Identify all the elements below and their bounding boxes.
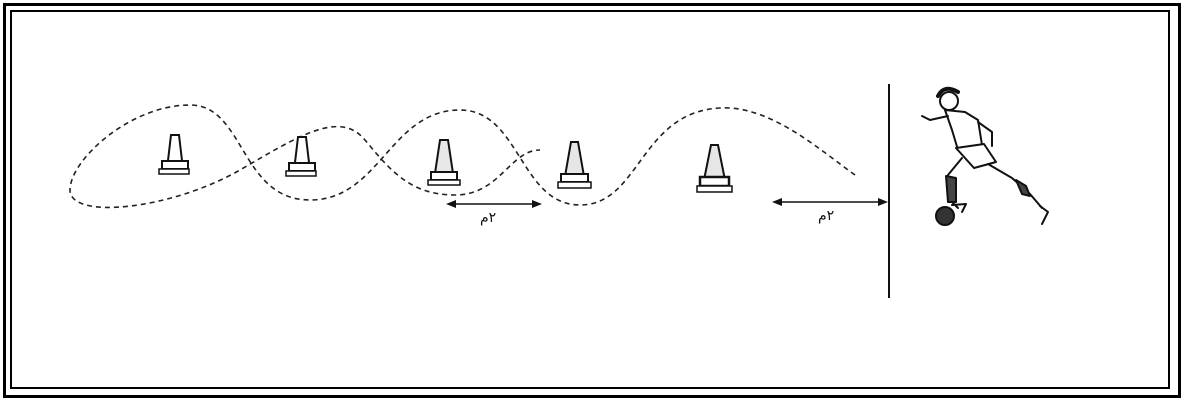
- cone-1: [159, 135, 189, 174]
- cone-3: [428, 140, 460, 185]
- distance-arrow-to-line: [772, 198, 888, 206]
- distance-label-line: ٢م: [818, 208, 834, 224]
- player-figure: [922, 89, 1048, 225]
- cone-2: [286, 137, 316, 176]
- distance-label-cones: ٢م: [480, 210, 496, 226]
- distance-arrow-between-cones: [446, 200, 542, 208]
- dribble-path: [70, 105, 855, 207]
- cone-4: [558, 142, 591, 188]
- cone-5: [697, 145, 732, 192]
